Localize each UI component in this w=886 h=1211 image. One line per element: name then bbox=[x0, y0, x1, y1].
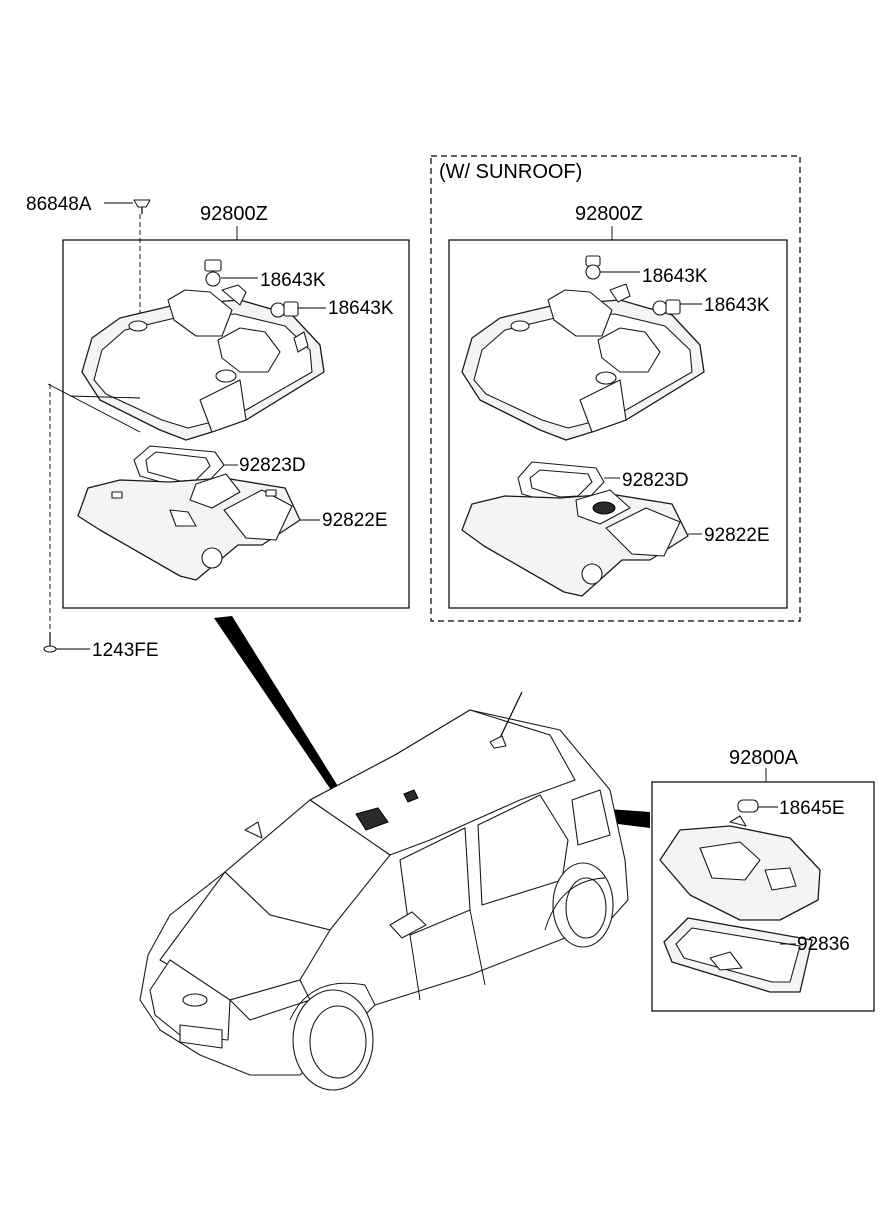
part-label-lens: 92823D bbox=[239, 455, 306, 476]
sunroof-cover-icon bbox=[461, 489, 689, 597]
room-lamp-lens-icon bbox=[663, 917, 813, 993]
right-assembly-frame bbox=[448, 239, 788, 609]
left-assembly: 92800Z 86848A 18643K bbox=[26, 194, 410, 661]
sunroof-group-label: (W/ SUNROOF) bbox=[439, 161, 582, 183]
room-lamp-part-label-bulb: 18645E bbox=[779, 798, 845, 819]
sunroof-part-label-bulb-1: 18643K bbox=[642, 266, 708, 287]
room-lamp-frame bbox=[651, 781, 875, 1012]
car-illustration bbox=[139, 616, 650, 1091]
sunroof-group: (W/ SUNROOF) 92800Z 18643K 18643K bbox=[430, 155, 801, 622]
console-housing bbox=[81, 284, 325, 441]
bulb-icon-2 bbox=[270, 301, 299, 318]
sunroof-bulb-icon-2 bbox=[652, 299, 681, 316]
room-lamp-title: 92800A bbox=[729, 747, 799, 769]
lens-icon bbox=[133, 445, 225, 489]
sunroof-part-label-cover: 92822E bbox=[704, 525, 770, 546]
part-label-clip: 86848A bbox=[26, 194, 92, 215]
part-label-screw: 1243FE bbox=[92, 640, 159, 661]
sunroof-part-label-lens: 92823D bbox=[622, 470, 689, 491]
left-assembly-frame bbox=[62, 239, 410, 609]
sunroof-bulb-icon-1 bbox=[585, 255, 601, 280]
sunroof-lens-icon bbox=[517, 461, 605, 506]
room-lamp-part-label-lens: 92836 bbox=[797, 934, 850, 955]
screw-icon bbox=[43, 632, 57, 653]
sunroof-console-housing bbox=[461, 283, 705, 441]
clip-icon bbox=[133, 199, 151, 214]
room-lamp-assembly: 92800A 18645E 92836 bbox=[651, 747, 875, 1012]
sunroof-group-frame bbox=[430, 155, 801, 622]
right-assembly-title: 92800Z bbox=[575, 203, 643, 225]
part-label-bulb-2: 18643K bbox=[328, 298, 394, 319]
left-assembly-title: 92800Z bbox=[200, 203, 268, 225]
bulb-icon-1 bbox=[204, 259, 222, 287]
console-pointer bbox=[214, 616, 354, 815]
part-label-bulb-1: 18643K bbox=[260, 270, 326, 291]
room-lamp-housing bbox=[659, 815, 821, 921]
cover-icon bbox=[77, 473, 301, 581]
part-label-cover: 92822E bbox=[322, 510, 388, 531]
sunroof-part-label-bulb-2: 18643K bbox=[704, 295, 770, 316]
room-lamp-bulb-icon bbox=[737, 799, 759, 813]
